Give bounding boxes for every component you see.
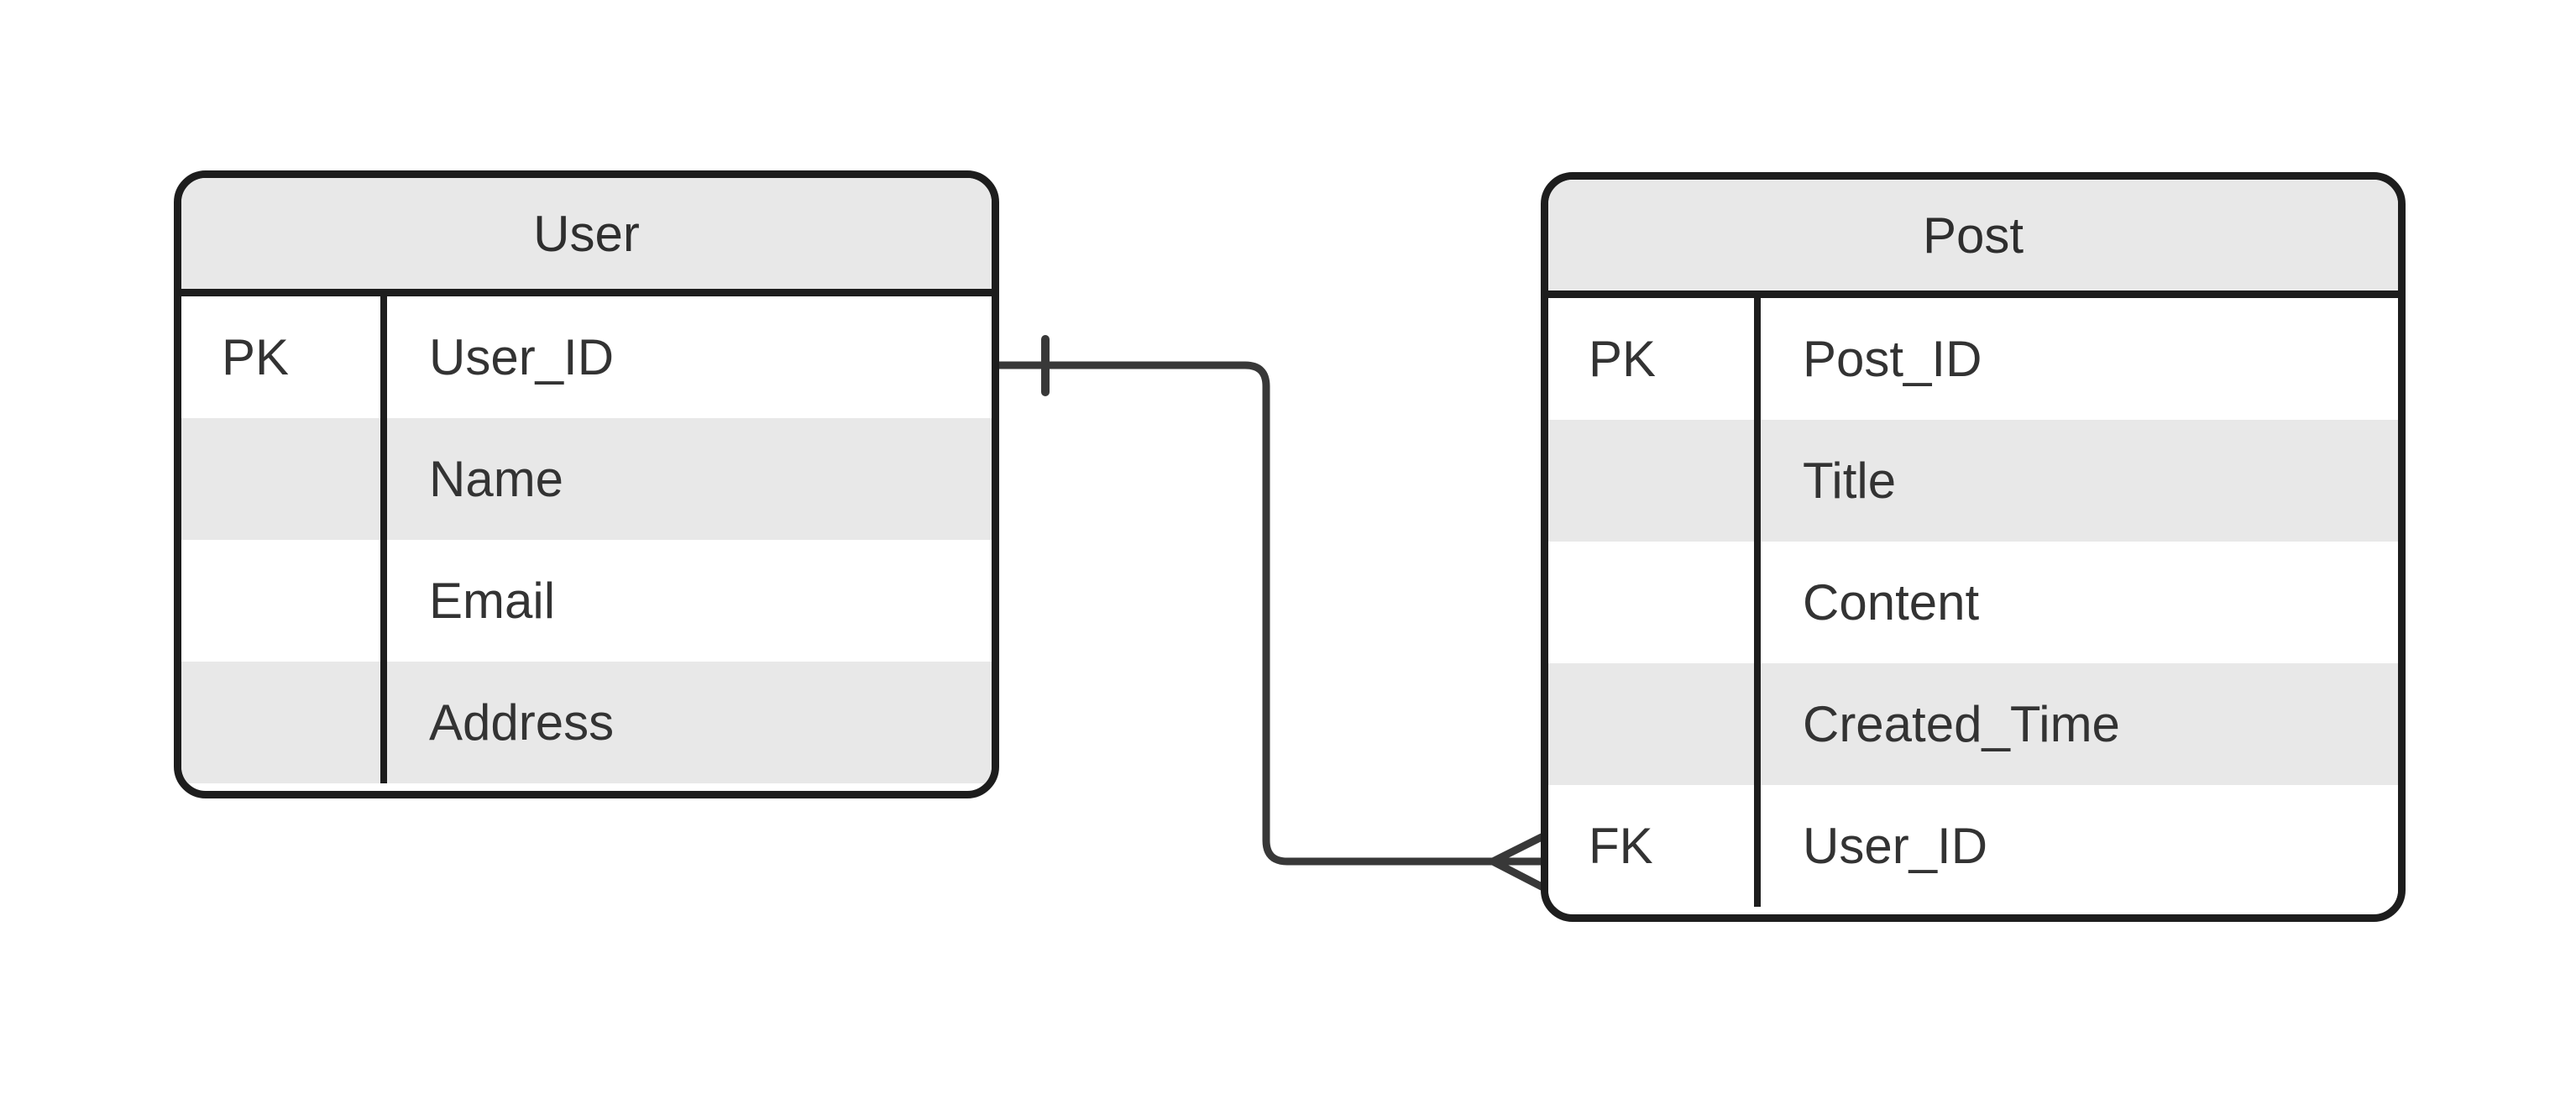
entity-user-attributes: PK User_ID Name Email Address	[181, 296, 992, 783]
attribute-row: Email	[181, 540, 992, 662]
entity-post: Post PK Post_ID Title Content Created_Ti…	[1541, 172, 2406, 922]
attribute-cell: Content	[1754, 542, 2398, 663]
attribute-cell: User_ID	[380, 296, 992, 418]
key-cell	[181, 418, 380, 540]
attribute-row: FK User_ID	[1548, 785, 2398, 907]
entity-user-title: User	[181, 178, 992, 296]
key-cell: FK	[1589, 818, 1653, 874]
attribute-cell: Name	[380, 418, 992, 540]
attribute-cell: Created_Time	[1754, 663, 2398, 785]
attribute-row: PK User_ID	[181, 296, 992, 418]
attribute-cell: Post_ID	[1754, 298, 2398, 420]
key-cell	[1548, 663, 1754, 785]
attribute-row: Title	[1548, 420, 2398, 542]
attribute-row: PK Post_ID	[1548, 298, 2398, 420]
attribute-row: Content	[1548, 542, 2398, 663]
entity-post-title: Post	[1548, 180, 2398, 298]
key-cell	[1548, 420, 1754, 542]
entity-user: User PK User_ID Name Email Address	[174, 170, 999, 798]
attribute-cell: User_ID	[1754, 785, 2398, 907]
relationship-line	[995, 361, 1497, 866]
key-cell	[1548, 542, 1754, 663]
attribute-cell: Email	[380, 540, 992, 662]
attribute-row: Created_Time	[1548, 663, 2398, 785]
attribute-cell: Title	[1754, 420, 2398, 542]
cardinality-many-marker	[1489, 833, 1546, 891]
key-cell	[181, 540, 380, 662]
entity-post-attributes: PK Post_ID Title Content Created_Time FK…	[1548, 298, 2398, 907]
key-cell	[181, 662, 380, 783]
key-cell: PK	[1589, 331, 1657, 387]
attribute-row: Name	[181, 418, 992, 540]
key-cell: PK	[222, 329, 290, 385]
attribute-cell: Address	[380, 662, 992, 783]
attribute-row: Address	[181, 662, 992, 783]
